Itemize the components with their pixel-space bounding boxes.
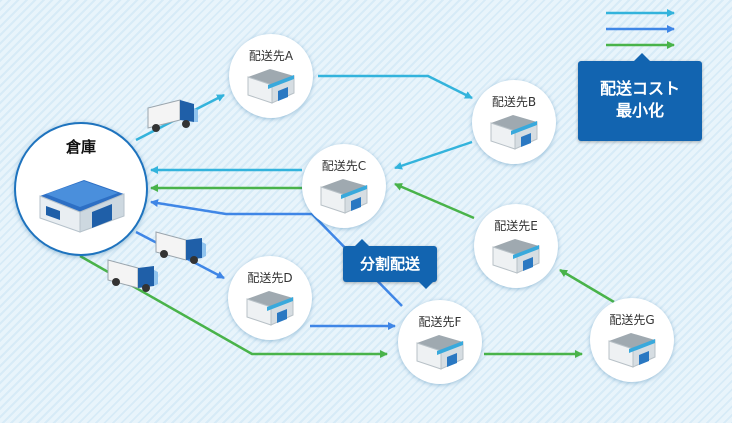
destination-node-e: 配送先E bbox=[474, 204, 558, 288]
route-green-warehouse-to-f bbox=[79, 254, 388, 358]
warehouse-node: 倉庫 bbox=[14, 122, 148, 256]
store-building-icon bbox=[490, 115, 538, 150]
destination-label: 配送先C bbox=[321, 159, 367, 173]
route-cyan-a-to-b bbox=[318, 74, 473, 100]
split-delivery-callout: 分割配送 bbox=[343, 239, 437, 289]
destination-node-a: 配送先A bbox=[229, 34, 313, 118]
destination-node-f: 配送先F bbox=[398, 300, 482, 384]
store-building-icon bbox=[320, 179, 368, 214]
callout-cost-line1: 配送コスト bbox=[599, 79, 680, 98]
store-building-icon bbox=[608, 333, 656, 368]
store-building-icon bbox=[416, 335, 464, 370]
destination-node-c: 配送先C bbox=[302, 144, 386, 228]
route-green-g-to-e bbox=[559, 268, 615, 304]
destination-label: 配送先B bbox=[491, 95, 537, 109]
destination-node-d: 配送先D bbox=[228, 256, 312, 340]
destination-label: 配送先G bbox=[609, 313, 655, 327]
destination-node-g: 配送先G bbox=[590, 298, 674, 382]
destination-node-b: 配送先B bbox=[472, 80, 556, 164]
delivery-truck-icon bbox=[107, 259, 158, 292]
store-building-icon bbox=[492, 239, 540, 274]
callout-split-label: 分割配送 bbox=[359, 255, 420, 273]
warehouse-label: 倉庫 bbox=[65, 138, 96, 156]
destination-label: 配送先A bbox=[248, 49, 294, 63]
destination-label: 配送先E bbox=[494, 219, 538, 233]
route-cyan-b-to-c bbox=[394, 140, 473, 170]
store-building-icon bbox=[246, 291, 294, 326]
callout-cost-line2: 最小化 bbox=[615, 101, 664, 120]
delivery-truck-icon bbox=[155, 231, 206, 264]
delivery-truck-icon bbox=[147, 99, 198, 132]
cost-minimization-callout: 配送コスト 最小化 bbox=[578, 53, 702, 141]
route-green-e-to-c bbox=[394, 182, 475, 220]
destination-label: 配送先D bbox=[247, 271, 293, 285]
store-building-icon bbox=[247, 69, 295, 104]
destination-label: 配送先F bbox=[418, 315, 462, 329]
warehouse-building-icon bbox=[39, 180, 125, 233]
